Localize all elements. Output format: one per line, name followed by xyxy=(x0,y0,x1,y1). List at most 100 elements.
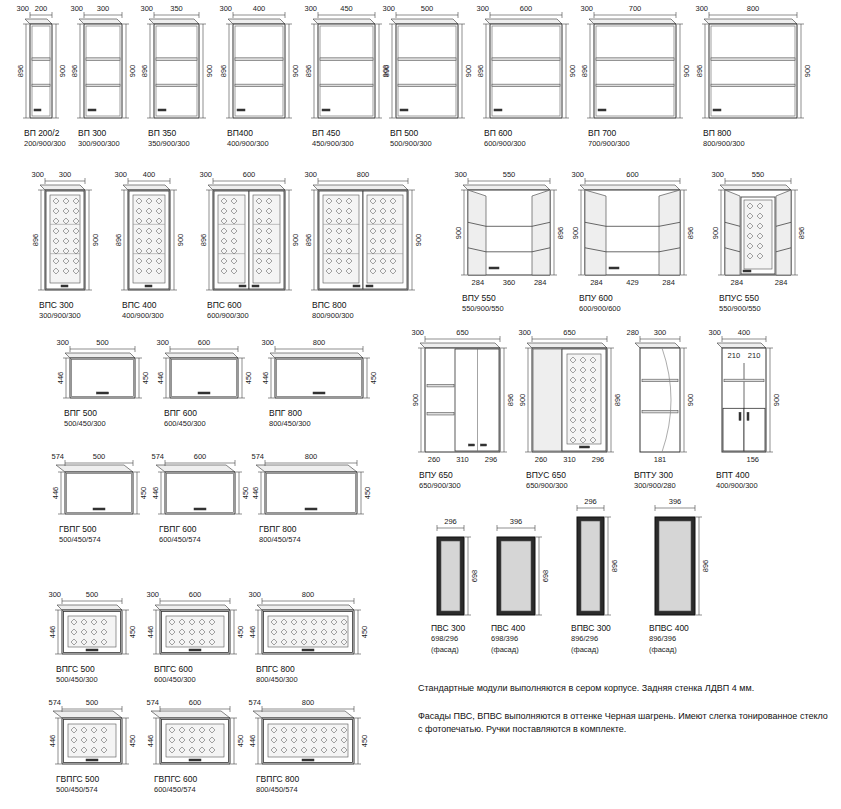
dimension-line xyxy=(213,181,285,182)
glass-pattern xyxy=(71,639,77,645)
cabinet-name: ПВС 300 xyxy=(431,623,465,633)
glass-pattern xyxy=(301,629,307,635)
dimension-label: 396 xyxy=(669,497,682,506)
facade-glass xyxy=(659,521,691,611)
size-label: 400/900/300 xyxy=(122,311,164,320)
cabinet-name: ВП 500 xyxy=(390,128,418,138)
glass-pattern xyxy=(199,629,205,635)
dimension-tick xyxy=(461,190,467,191)
cabinet-body xyxy=(275,358,363,398)
cabinet-inner xyxy=(711,26,795,116)
door-handle xyxy=(86,759,98,761)
glass-pattern xyxy=(156,238,162,244)
cabinet-name: ГВПГ 800 xyxy=(259,524,297,534)
dimension-line xyxy=(258,718,259,764)
glass-pattern xyxy=(156,208,162,214)
glass-pattern xyxy=(91,629,97,635)
dimension-line xyxy=(234,718,235,764)
glass-pattern xyxy=(301,737,307,743)
glass-pattern xyxy=(570,427,576,433)
cabinet-name: ВПТ 400 xyxy=(716,470,750,480)
cabinet-body xyxy=(722,348,766,452)
dimension-label: 300 xyxy=(219,4,232,13)
dimension-line xyxy=(318,15,375,16)
door-handle xyxy=(237,109,245,111)
glass-pattern xyxy=(370,238,376,244)
glass-pattern xyxy=(199,727,205,733)
cabinet-door xyxy=(744,408,765,451)
glass-pattern xyxy=(311,727,317,733)
dimension-label: 900 xyxy=(568,65,577,78)
glass-pattern xyxy=(590,357,596,363)
glass-pattern xyxy=(209,619,215,625)
dimension-label: 446 xyxy=(146,626,155,639)
dimension-tick xyxy=(165,460,166,466)
dimension-label: 450 xyxy=(139,487,148,500)
glass-pattern xyxy=(757,213,763,219)
glass-pattern xyxy=(266,268,272,274)
glass-pattern xyxy=(156,228,162,234)
dimension-tick xyxy=(563,118,569,119)
dimension-tick xyxy=(238,346,239,352)
dimension-tick xyxy=(311,190,317,191)
glass-pattern xyxy=(53,198,59,204)
shelf xyxy=(711,84,795,87)
dimension-tick xyxy=(483,118,489,119)
glass-pattern xyxy=(221,258,227,264)
size-label: 400/900/300 xyxy=(227,139,269,148)
dimension-tick xyxy=(358,514,364,515)
cabinet-top xyxy=(228,19,285,24)
size-label: 400/900/300 xyxy=(716,481,758,490)
dimension-label: 900 xyxy=(682,65,691,78)
dimension-tick xyxy=(354,598,355,604)
dimension-tick xyxy=(86,190,92,191)
dimension-tick xyxy=(357,460,358,466)
dimension-label: 300 xyxy=(48,590,61,599)
dimension-line xyxy=(699,517,700,615)
glass-pattern xyxy=(156,248,162,254)
glass-pattern xyxy=(101,737,107,743)
facade-frame xyxy=(437,537,464,615)
glass-pattern xyxy=(189,737,195,743)
size-label: 800/900/300 xyxy=(312,311,354,320)
cabinet-body xyxy=(160,610,230,654)
door-handle xyxy=(739,412,741,420)
dimension-label: 450 xyxy=(360,626,369,639)
glass-pattern xyxy=(570,377,576,383)
glass-pattern xyxy=(370,228,376,234)
cabinet-name: ВПС 800 xyxy=(312,300,346,310)
cabinet-name: ГВПГ 600 xyxy=(159,524,197,534)
dimension-label: 574 xyxy=(248,698,261,707)
dimension-line xyxy=(577,508,604,509)
glass-pattern xyxy=(231,198,237,204)
dimension-label: 300 xyxy=(248,590,261,599)
dimension-tick xyxy=(239,398,245,399)
dimension-tick xyxy=(605,615,611,616)
dimension-line xyxy=(160,709,230,710)
dimension-label: 574 xyxy=(251,452,264,461)
glass-pattern xyxy=(91,619,97,625)
dimension-label: 260 xyxy=(535,455,548,464)
dimension-label: 896 xyxy=(114,234,123,247)
dimension-tick xyxy=(497,525,498,531)
dimension-label: 500 xyxy=(96,338,109,347)
dimension-label: 500 xyxy=(86,698,99,707)
dimension-line xyxy=(56,24,57,118)
dimension-line xyxy=(468,537,469,615)
dimension-tick xyxy=(233,12,234,18)
facade-glass xyxy=(501,541,531,611)
cabinet-body xyxy=(128,190,170,290)
glass-pattern xyxy=(221,198,227,204)
glass-pattern xyxy=(63,198,69,204)
dimension-tick xyxy=(798,24,804,25)
dimension-tick xyxy=(681,452,687,453)
corner-side xyxy=(532,190,550,275)
dimension-label: 600 xyxy=(243,170,256,179)
glass-pattern xyxy=(53,258,59,264)
dimension-line xyxy=(126,718,127,764)
dimension-tick xyxy=(681,275,687,276)
glass-pattern xyxy=(136,198,142,204)
glass-pattern xyxy=(346,258,352,264)
size-label: 600/450/574 xyxy=(154,785,196,794)
cabinet-top xyxy=(253,711,354,718)
